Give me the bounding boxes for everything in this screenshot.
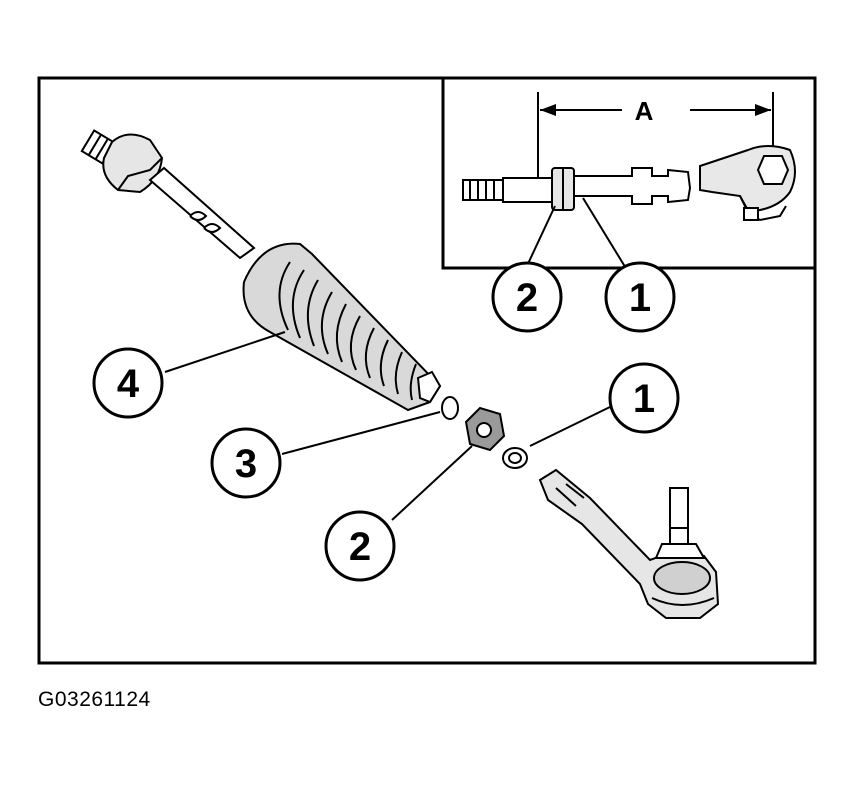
callout-boot-clamp: 3 [210, 427, 282, 499]
jam-nut [464, 406, 506, 452]
svg-text:1: 1 [633, 377, 655, 421]
outer-tie-rod-end [538, 468, 720, 619]
svg-text:1: 1 [629, 276, 651, 320]
callout-marking: 1 [608, 362, 680, 434]
dimension-a-label: A [635, 96, 654, 126]
callout-inset-marking: 1 [604, 261, 676, 333]
outer-frame [37, 76, 817, 665]
inset-panel: A [441, 78, 815, 271]
inner-tie-rod [80, 129, 256, 260]
boot [242, 242, 442, 412]
inset-inner-tie-rod [462, 167, 692, 211]
leader-lines [164, 331, 613, 521]
callout-inset-jam-nut: 2 [491, 261, 563, 333]
inset-outer-tie-rod-end [699, 145, 796, 222]
boot-clamp [441, 396, 459, 420]
svg-text:4: 4 [117, 362, 140, 406]
svg-text:2: 2 [349, 525, 371, 569]
callout-jam-nut: 2 [324, 510, 396, 582]
dimension-a: A [537, 92, 774, 182]
svg-text:2: 2 [516, 276, 538, 320]
svg-text:3: 3 [235, 442, 257, 486]
figure-id: G03261124 [38, 688, 151, 711]
callout-boot: 4 [92, 347, 164, 419]
marking-ring [502, 447, 528, 469]
